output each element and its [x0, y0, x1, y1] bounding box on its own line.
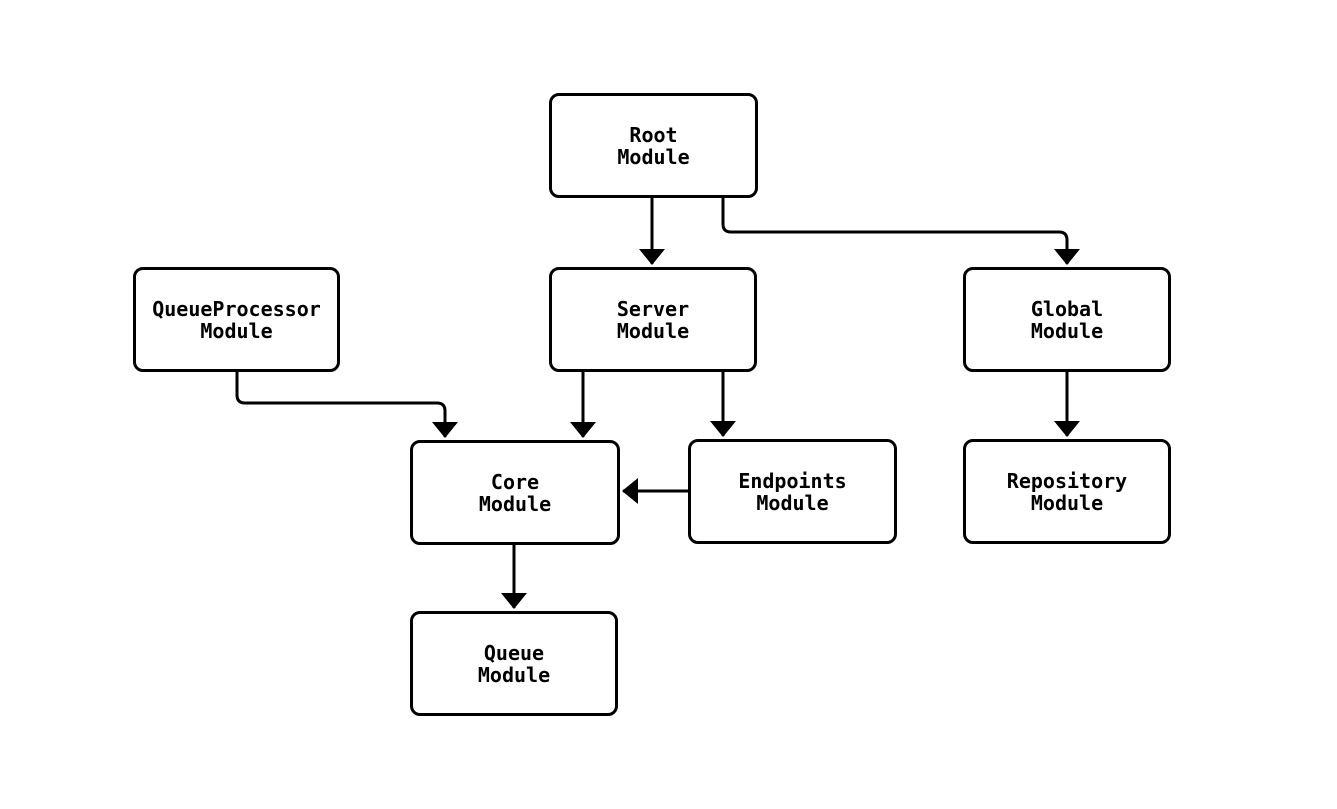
node-label-line: Repository	[1006, 468, 1128, 493]
node-label-line: QueueProcessor	[152, 296, 321, 321]
node-label-line: Module	[477, 662, 551, 687]
edge-group	[235, 198, 1080, 609]
edge-root-module-to-global-module	[721, 198, 1080, 265]
node-label-line: Core	[490, 469, 540, 494]
node-label-line: Queue	[483, 640, 545, 665]
edge-queueprocessor-module-to-core-module	[235, 372, 458, 438]
node-label-line: Root	[629, 122, 678, 147]
node-label-line: Module	[1030, 318, 1104, 343]
node-label-line: Module	[616, 318, 690, 343]
node-label-line: Module	[756, 490, 829, 515]
node-label-line: Global	[1030, 296, 1104, 321]
node-label-line: Module	[1030, 490, 1104, 515]
node-label-line: Module	[617, 144, 690, 169]
node-label-line: Server	[616, 296, 690, 321]
node-label-line: Module	[478, 491, 552, 516]
node-label-line: Endpoints	[738, 468, 847, 493]
node-label-line: Module	[200, 318, 273, 343]
